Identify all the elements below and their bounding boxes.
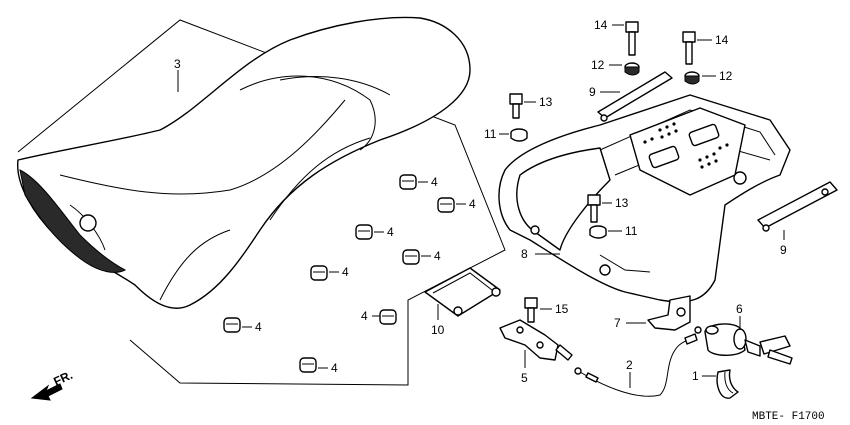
label-rack-collar-left: 12 bbox=[591, 58, 605, 72]
seat-cushion-2[interactable] bbox=[437, 197, 455, 213]
rack-bolt-b-upper[interactable] bbox=[509, 93, 523, 119]
lock-clip[interactable] bbox=[716, 369, 739, 399]
seat[interactable] bbox=[17, 16, 471, 309]
rear-rack[interactable] bbox=[498, 94, 791, 303]
label-cable-bolt: 15 bbox=[555, 302, 569, 316]
label-rear-rack: 8 bbox=[521, 247, 528, 261]
label-cushion-1: 4 bbox=[431, 175, 438, 189]
label-cushion-2: 4 bbox=[469, 197, 476, 211]
cable-bracket[interactable] bbox=[499, 319, 573, 361]
label-rack-grommet-upper: 11 bbox=[484, 127, 497, 141]
label-rack-bolt-right: 14 bbox=[715, 33, 729, 47]
leader-lines bbox=[177, 24, 785, 388]
label-rack-bolt-b-lower: 13 bbox=[615, 196, 629, 210]
label-lock-clip: 1 bbox=[692, 369, 699, 383]
rack-rubber-upper[interactable] bbox=[597, 71, 673, 122]
label-rack-bolt-left: 14 bbox=[594, 18, 608, 32]
lock-bracket[interactable] bbox=[647, 295, 691, 331]
seat-cushion-7[interactable] bbox=[223, 317, 241, 333]
label-cushion-4: 4 bbox=[434, 249, 441, 263]
rack-collar-right[interactable] bbox=[684, 71, 700, 85]
lock-cable[interactable] bbox=[574, 333, 698, 397]
direction-label: FR. bbox=[51, 368, 74, 389]
rack-bolt-right[interactable] bbox=[682, 31, 696, 65]
label-rack-rubber-upper: 9 bbox=[589, 85, 596, 99]
label-lock-bracket: 7 bbox=[614, 316, 621, 330]
cable-bolt[interactable] bbox=[524, 297, 538, 323]
label-cable-bracket: 5 bbox=[521, 371, 528, 385]
label-seat: 3 bbox=[174, 57, 181, 71]
rack-bolt-b-lower[interactable] bbox=[587, 194, 601, 223]
rack-grommet-upper[interactable] bbox=[510, 128, 528, 142]
seat-cushion-6[interactable] bbox=[379, 309, 397, 325]
label-seat-bracket: 10 bbox=[431, 323, 445, 337]
label-rack-collar-right: 12 bbox=[719, 69, 733, 83]
rack-rubber-lower[interactable] bbox=[757, 181, 838, 232]
label-cushion-3: 4 bbox=[387, 225, 394, 239]
seat-cushion-4[interactable] bbox=[402, 249, 420, 265]
label-seat-lock: 6 bbox=[736, 302, 743, 316]
seat-cushion-3[interactable] bbox=[355, 224, 373, 240]
label-rack-bolt-b-upper: 13 bbox=[539, 95, 553, 109]
rack-collar-left[interactable] bbox=[624, 62, 640, 76]
seat-bracket[interactable] bbox=[424, 267, 501, 317]
front-direction-arrow: FR. bbox=[30, 368, 75, 401]
label-rack-grommet-lower: 11 bbox=[625, 224, 638, 238]
rack-grommet-lower[interactable] bbox=[589, 225, 607, 239]
seat-cushion-5[interactable] bbox=[310, 265, 328, 281]
seat-lock[interactable] bbox=[694, 323, 793, 365]
label-cushion-8: 4 bbox=[331, 361, 338, 375]
seat-cushion-1[interactable] bbox=[399, 174, 417, 190]
label-rack-rubber-lower: 9 bbox=[780, 243, 787, 257]
figure-code: MBTE- F1700 bbox=[752, 411, 825, 423]
label-cushion-5: 4 bbox=[342, 265, 349, 279]
label-cushion-7: 4 bbox=[255, 320, 262, 334]
seat-cushion-8[interactable] bbox=[299, 357, 317, 373]
label-lock-cable: 2 bbox=[626, 358, 633, 372]
label-cushion-6: 4 bbox=[361, 309, 368, 323]
rack-bolt-left[interactable] bbox=[625, 21, 639, 56]
